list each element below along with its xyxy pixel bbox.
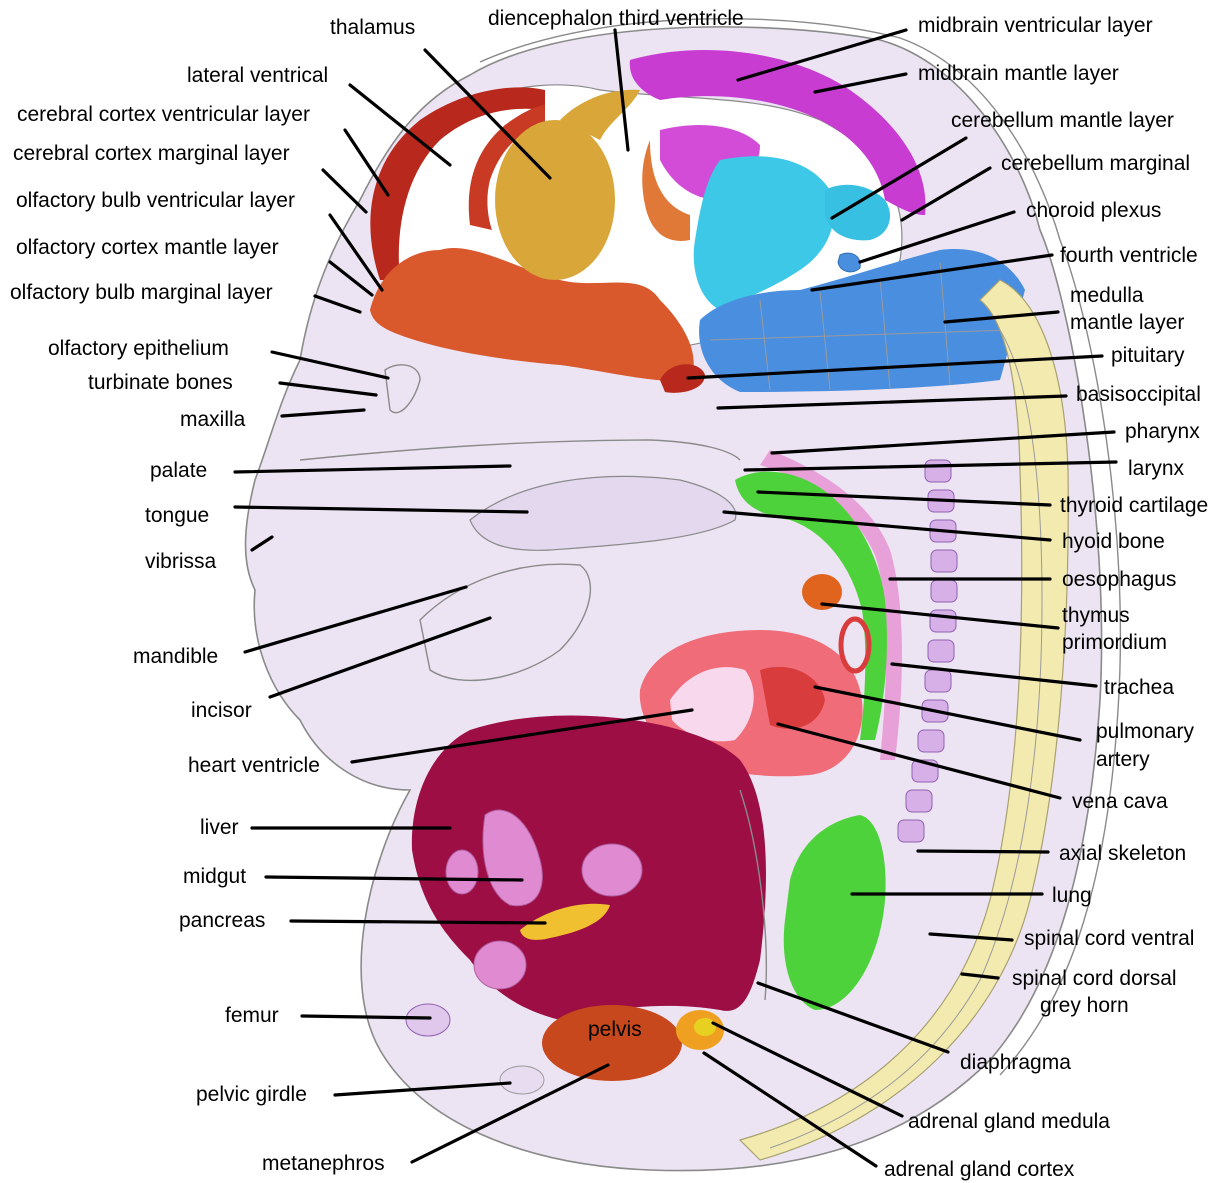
adrenal-medula-shape (694, 1018, 716, 1036)
label-pelvic-girdle: pelvic girdle (196, 1083, 307, 1106)
leader-femur (302, 1016, 430, 1018)
label-cerebellum-mantle-layer: cerebellum mantle layer (951, 109, 1174, 132)
label-diencephalon-third-ventricle: diencephalon third ventricle (488, 7, 744, 30)
label-thymus-line1: thymus (1062, 604, 1130, 627)
section-illustration (246, 19, 1121, 1171)
label-spinal-cord-ventral: spinal cord ventral (1024, 927, 1194, 950)
label-tongue: tongue (145, 504, 209, 527)
label-axial-skeleton: axial skeleton (1059, 842, 1186, 865)
choroid-plexus-shape (838, 253, 860, 272)
label-maxilla: maxilla (180, 408, 246, 431)
label-pharynx: pharynx (1125, 420, 1200, 443)
label-adrenal-gland-cortex: adrenal gland cortex (884, 1158, 1075, 1181)
midgut-loop-3 (446, 850, 478, 894)
label-metanephros: metanephros (262, 1152, 385, 1175)
label-midbrain-mantle-layer: midbrain mantle layer (918, 62, 1119, 85)
label-vibrissa: vibrissa (145, 550, 217, 573)
label-spinal-dorsal-line2: grey horn (1040, 994, 1129, 1017)
label-liver: liver (200, 816, 239, 839)
leader-axial-skeleton (918, 851, 1048, 852)
label-turbinate-bones: turbinate bones (88, 371, 233, 394)
label-medulla-line1: medulla (1070, 284, 1144, 307)
midgut-loop-4 (474, 941, 526, 989)
label-basisoccipital: basisoccipital (1076, 383, 1201, 406)
label-medulla-line2: mantle layer (1070, 311, 1184, 334)
label-thyroid-cartilage: thyroid cartilage (1060, 494, 1208, 517)
label-palate: palate (150, 459, 207, 482)
label-choroid-plexus: choroid plexus (1026, 199, 1161, 222)
label-midgut: midgut (183, 865, 246, 888)
label-adrenal-gland-medula: adrenal gland medula (908, 1110, 1110, 1133)
label-olfactory-epithelium: olfactory epithelium (48, 337, 229, 360)
midgut-loop-2 (582, 844, 642, 896)
label-lung: lung (1052, 884, 1092, 907)
label-cerebral-cortex-marginal-layer: cerebral cortex marginal layer (13, 142, 290, 165)
label-incisor: incisor (191, 699, 252, 722)
label-pulmonary-line2: artery (1096, 748, 1150, 771)
label-femur: femur (225, 1004, 279, 1027)
label-thalamus: thalamus (330, 16, 415, 39)
label-pulmonary-line1: pulmonary (1096, 720, 1195, 743)
leader-pancreas (291, 921, 545, 923)
label-larynx: larynx (1128, 457, 1185, 480)
label-hyoid-bone: hyoid bone (1062, 530, 1165, 553)
label-trachea: trachea (1104, 676, 1174, 699)
label-cerebral-cortex-ventricular-layer: cerebral cortex ventricular layer (17, 103, 310, 126)
label-cerebellum-marginal: cerebellum marginal (1001, 152, 1190, 175)
label-pelvis: pelvis (588, 1018, 642, 1041)
thalamus-body (495, 120, 615, 280)
label-oesophagus: oesophagus (1062, 568, 1176, 591)
label-pancreas: pancreas (179, 909, 265, 932)
label-fourth-ventricle: fourth ventricle (1060, 244, 1198, 267)
label-lateral-ventrical: lateral ventrical (187, 64, 328, 87)
label-pituitary: pituitary (1111, 344, 1185, 367)
pelvis-shape (542, 1005, 682, 1081)
pelvic-girdle-shape (500, 1066, 544, 1094)
label-olfactory-bulb-ventricular-layer: olfactory bulb ventricular layer (16, 189, 295, 212)
leader-cc-marginal (323, 170, 366, 212)
label-thymus-line2: primordium (1062, 631, 1167, 654)
label-vena-cava: vena cava (1072, 790, 1168, 813)
label-spinal-dorsal-line1: spinal cord dorsal (1012, 967, 1177, 990)
label-diaphragma: diaphragma (960, 1051, 1071, 1074)
label-heart-ventricle: heart ventricle (188, 754, 320, 777)
label-mandible: mandible (133, 645, 218, 668)
femur-shape (406, 1004, 450, 1036)
label-olfactory-bulb-marginal-layer: olfactory bulb marginal layer (10, 281, 273, 304)
label-olfactory-cortex-mantle-layer: olfactory cortex mantle layer (16, 236, 279, 259)
label-midbrain-ventricular-layer: midbrain ventricular layer (918, 14, 1153, 37)
